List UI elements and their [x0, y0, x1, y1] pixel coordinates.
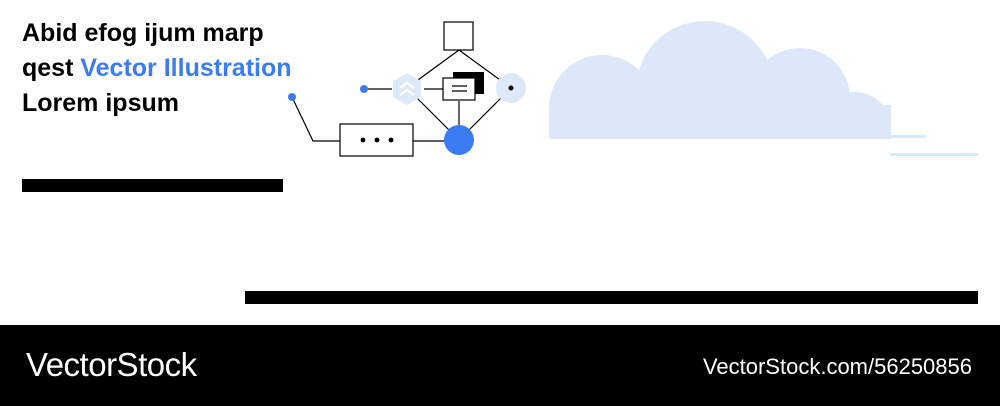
- cloud-illustration: [540, 21, 978, 165]
- black-bar-right: [245, 291, 978, 304]
- dot-icon: [388, 137, 394, 143]
- dot-icon: [374, 137, 380, 143]
- brand-logo-text: VectorStock: [26, 346, 197, 383]
- hexagon-chevron-icon: [393, 73, 421, 105]
- flowchart-diagram: [288, 21, 526, 157]
- footer-banner: VectorStock VectorStock.com/56250856: [0, 325, 1000, 406]
- cloud-line-short: [880, 135, 926, 138]
- blue-circle-node: [444, 125, 474, 155]
- headline: Abid efog ijum marp qest Vector Illustra…: [22, 16, 292, 121]
- top-square: [443, 21, 474, 51]
- black-bar-left: [22, 179, 283, 192]
- headline-text-start: Abid efog ijum marp qest: [22, 19, 264, 82]
- connector-left-line: [291, 96, 340, 142]
- cloud-line-long: [890, 153, 978, 156]
- headline-text-end: Lorem ipsum: [22, 89, 179, 117]
- footer-url: VectorStock.com/56250856: [702, 354, 972, 379]
- card-stack-icon: [442, 72, 484, 101]
- dot-icon: [360, 137, 366, 143]
- blue-node-dot: [288, 93, 296, 101]
- dot-circle-center: [508, 85, 514, 91]
- blue-node-dot-small: [360, 85, 368, 93]
- headline-accent: Vector Illustration: [80, 54, 292, 82]
